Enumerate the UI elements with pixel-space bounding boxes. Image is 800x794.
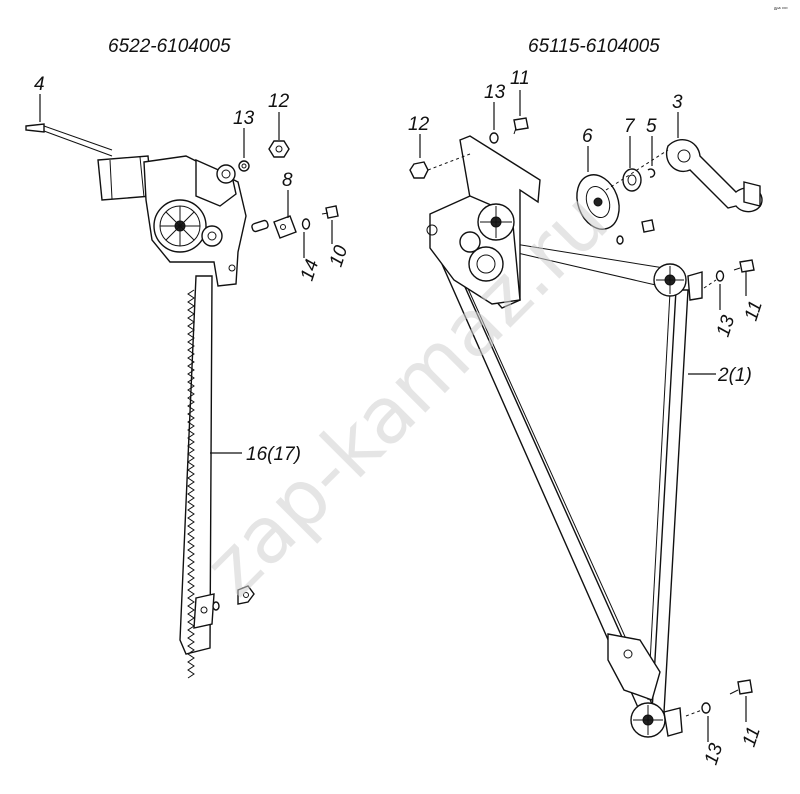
frame-diagonal-cable — [455, 261, 651, 693]
drum-6-inner — [585, 186, 611, 218]
rack-clamp — [193, 593, 215, 629]
drive-gear-spokes — [160, 206, 200, 246]
toothed-rack — [179, 275, 213, 655]
crank-knob — [743, 181, 761, 207]
washer-7 — [622, 168, 642, 192]
bolt-11-mid-shank — [733, 267, 741, 271]
frame-vertical-cable — [647, 291, 671, 701]
callout-4: 4 — [34, 74, 45, 95]
callout-13-top: 13 — [484, 82, 506, 103]
housing-hole — [426, 224, 438, 236]
washer-13-hole — [241, 163, 247, 169]
plate-hole — [228, 264, 236, 272]
crank-hub — [677, 149, 691, 163]
upper-pulley-spokes — [656, 266, 684, 294]
upper-drum-spokes — [480, 206, 512, 238]
nut-axis-line — [427, 153, 471, 171]
left-fasteners — [212, 140, 339, 611]
rack-nut-hole — [243, 592, 249, 598]
callout-13-bottom: 13 — [701, 741, 728, 768]
callout-2: 2(1) — [717, 365, 752, 386]
callout-12: 12 — [408, 114, 430, 135]
right-handle-parts — [576, 138, 763, 230]
pinion — [201, 225, 223, 247]
washer-13-top — [489, 132, 499, 144]
callout-13-mid: 13 — [713, 313, 740, 340]
left-leader-lines — [39, 94, 333, 454]
callout-16: 16(17) — [246, 444, 301, 465]
callout-5: 5 — [646, 116, 657, 137]
corner-mark: аⁿᵃ ᵒᵒᵒ — [774, 6, 788, 12]
carriage-hole — [623, 649, 633, 659]
bolt-10-shank — [321, 212, 329, 215]
frame-vertical-rail — [651, 289, 689, 713]
right-manual-regulator — [426, 135, 703, 738]
lower-pulley-spokes — [633, 705, 663, 735]
washer-13-mid — [715, 270, 725, 282]
bolt-11-bottom — [737, 679, 753, 695]
bracket-eye — [216, 164, 236, 184]
handle-axis-line — [605, 149, 669, 191]
callout-12: 12 — [268, 91, 290, 112]
callout-8: 8 — [282, 170, 293, 191]
lower-pulley-tab — [663, 707, 683, 737]
rack-teeth — [187, 289, 195, 679]
left-assembly-code: 6522-6104005 — [108, 36, 231, 57]
washer-13-bottom — [701, 702, 711, 714]
rack-clamp-hole — [200, 606, 208, 614]
pinion-hub — [207, 231, 217, 241]
small-washer — [616, 235, 624, 245]
callout-6: 6 — [582, 126, 593, 147]
rack-washer — [212, 601, 220, 611]
watermark: zap-kamaz.ru — [188, 176, 626, 614]
drum-6-hub — [593, 197, 603, 207]
bolt-10-head — [325, 205, 339, 219]
bracket-eye-hole — [221, 169, 231, 179]
callout-7: 7 — [624, 116, 636, 137]
motor-ribs — [109, 156, 145, 200]
lower-drum — [468, 246, 504, 282]
callout-3: 3 — [672, 92, 683, 113]
bottom-axis-line — [685, 709, 703, 717]
lower-drum-rim — [476, 254, 496, 274]
right-fasteners — [409, 117, 755, 717]
washer-14 — [301, 218, 311, 230]
callout-11-top: 11 — [510, 68, 530, 89]
washer-13 — [238, 160, 250, 172]
callout-10: 10 — [326, 243, 353, 270]
bolt-11-top — [513, 117, 529, 131]
bolt-11-top-shank — [513, 127, 517, 135]
washer-7-hole — [627, 174, 637, 186]
bolt-11-bottom-shank — [729, 689, 739, 695]
right-leader-lines — [419, 90, 747, 742]
plate-slot — [251, 219, 269, 233]
screw-handle — [641, 219, 655, 233]
mid-axis-line — [703, 279, 717, 289]
plate-8-hole — [280, 224, 286, 230]
right-assembly-code: 65115-6104005 — [528, 36, 660, 57]
spring-clip-5 — [647, 168, 656, 178]
drive-cable — [43, 125, 113, 157]
upper-pulley-tab — [687, 271, 703, 301]
callout-11-bottom: 11 — [739, 724, 765, 749]
left-callouts: 4 13 12 8 14 10 16(17) — [34, 74, 352, 465]
callout-14: 14 — [297, 257, 324, 284]
cable-tip — [25, 123, 45, 133]
window-crank-3 — [665, 138, 763, 213]
worm-gear — [459, 231, 481, 253]
nut-12 — [409, 161, 429, 179]
callout-13: 13 — [233, 108, 255, 129]
callout-11-mid: 11 — [741, 298, 767, 323]
nut-12 — [268, 140, 290, 158]
left-electric-regulator — [25, 123, 269, 679]
right-callouts: 13 11 12 6 7 5 3 13 11 2(1) 13 11 — [408, 68, 767, 768]
rack-nut — [237, 585, 255, 605]
nut-12-hole — [275, 145, 283, 153]
glass-carriage — [607, 633, 661, 701]
bolt-11-mid — [739, 259, 755, 273]
